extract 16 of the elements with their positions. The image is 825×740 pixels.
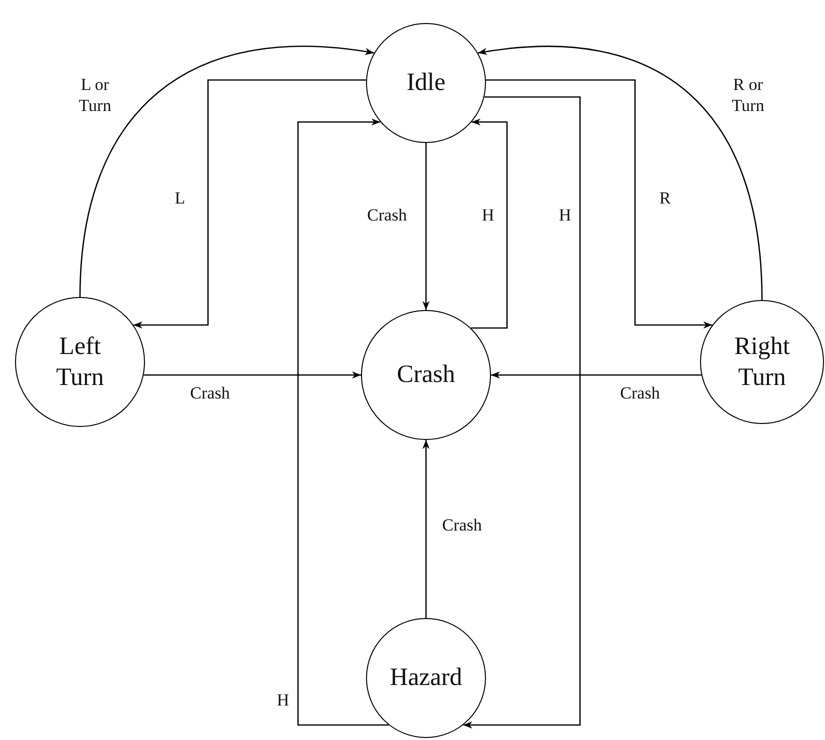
arrow xyxy=(486,79,712,329)
state-name: Left Turn xyxy=(55,332,105,393)
arrow xyxy=(297,118,389,726)
state-name: Hazard xyxy=(390,663,462,694)
arrow xyxy=(422,143,430,310)
arrow xyxy=(478,46,763,300)
arrow xyxy=(79,46,374,298)
arrow xyxy=(463,96,581,729)
state-name: Right Turn xyxy=(733,332,791,393)
arrow xyxy=(133,79,366,329)
state-name: Idle xyxy=(406,68,446,98)
arrow xyxy=(422,440,430,618)
state-name: Crash xyxy=(396,360,456,390)
arrow xyxy=(470,118,508,329)
arrow xyxy=(491,371,702,379)
arrow xyxy=(144,371,361,379)
